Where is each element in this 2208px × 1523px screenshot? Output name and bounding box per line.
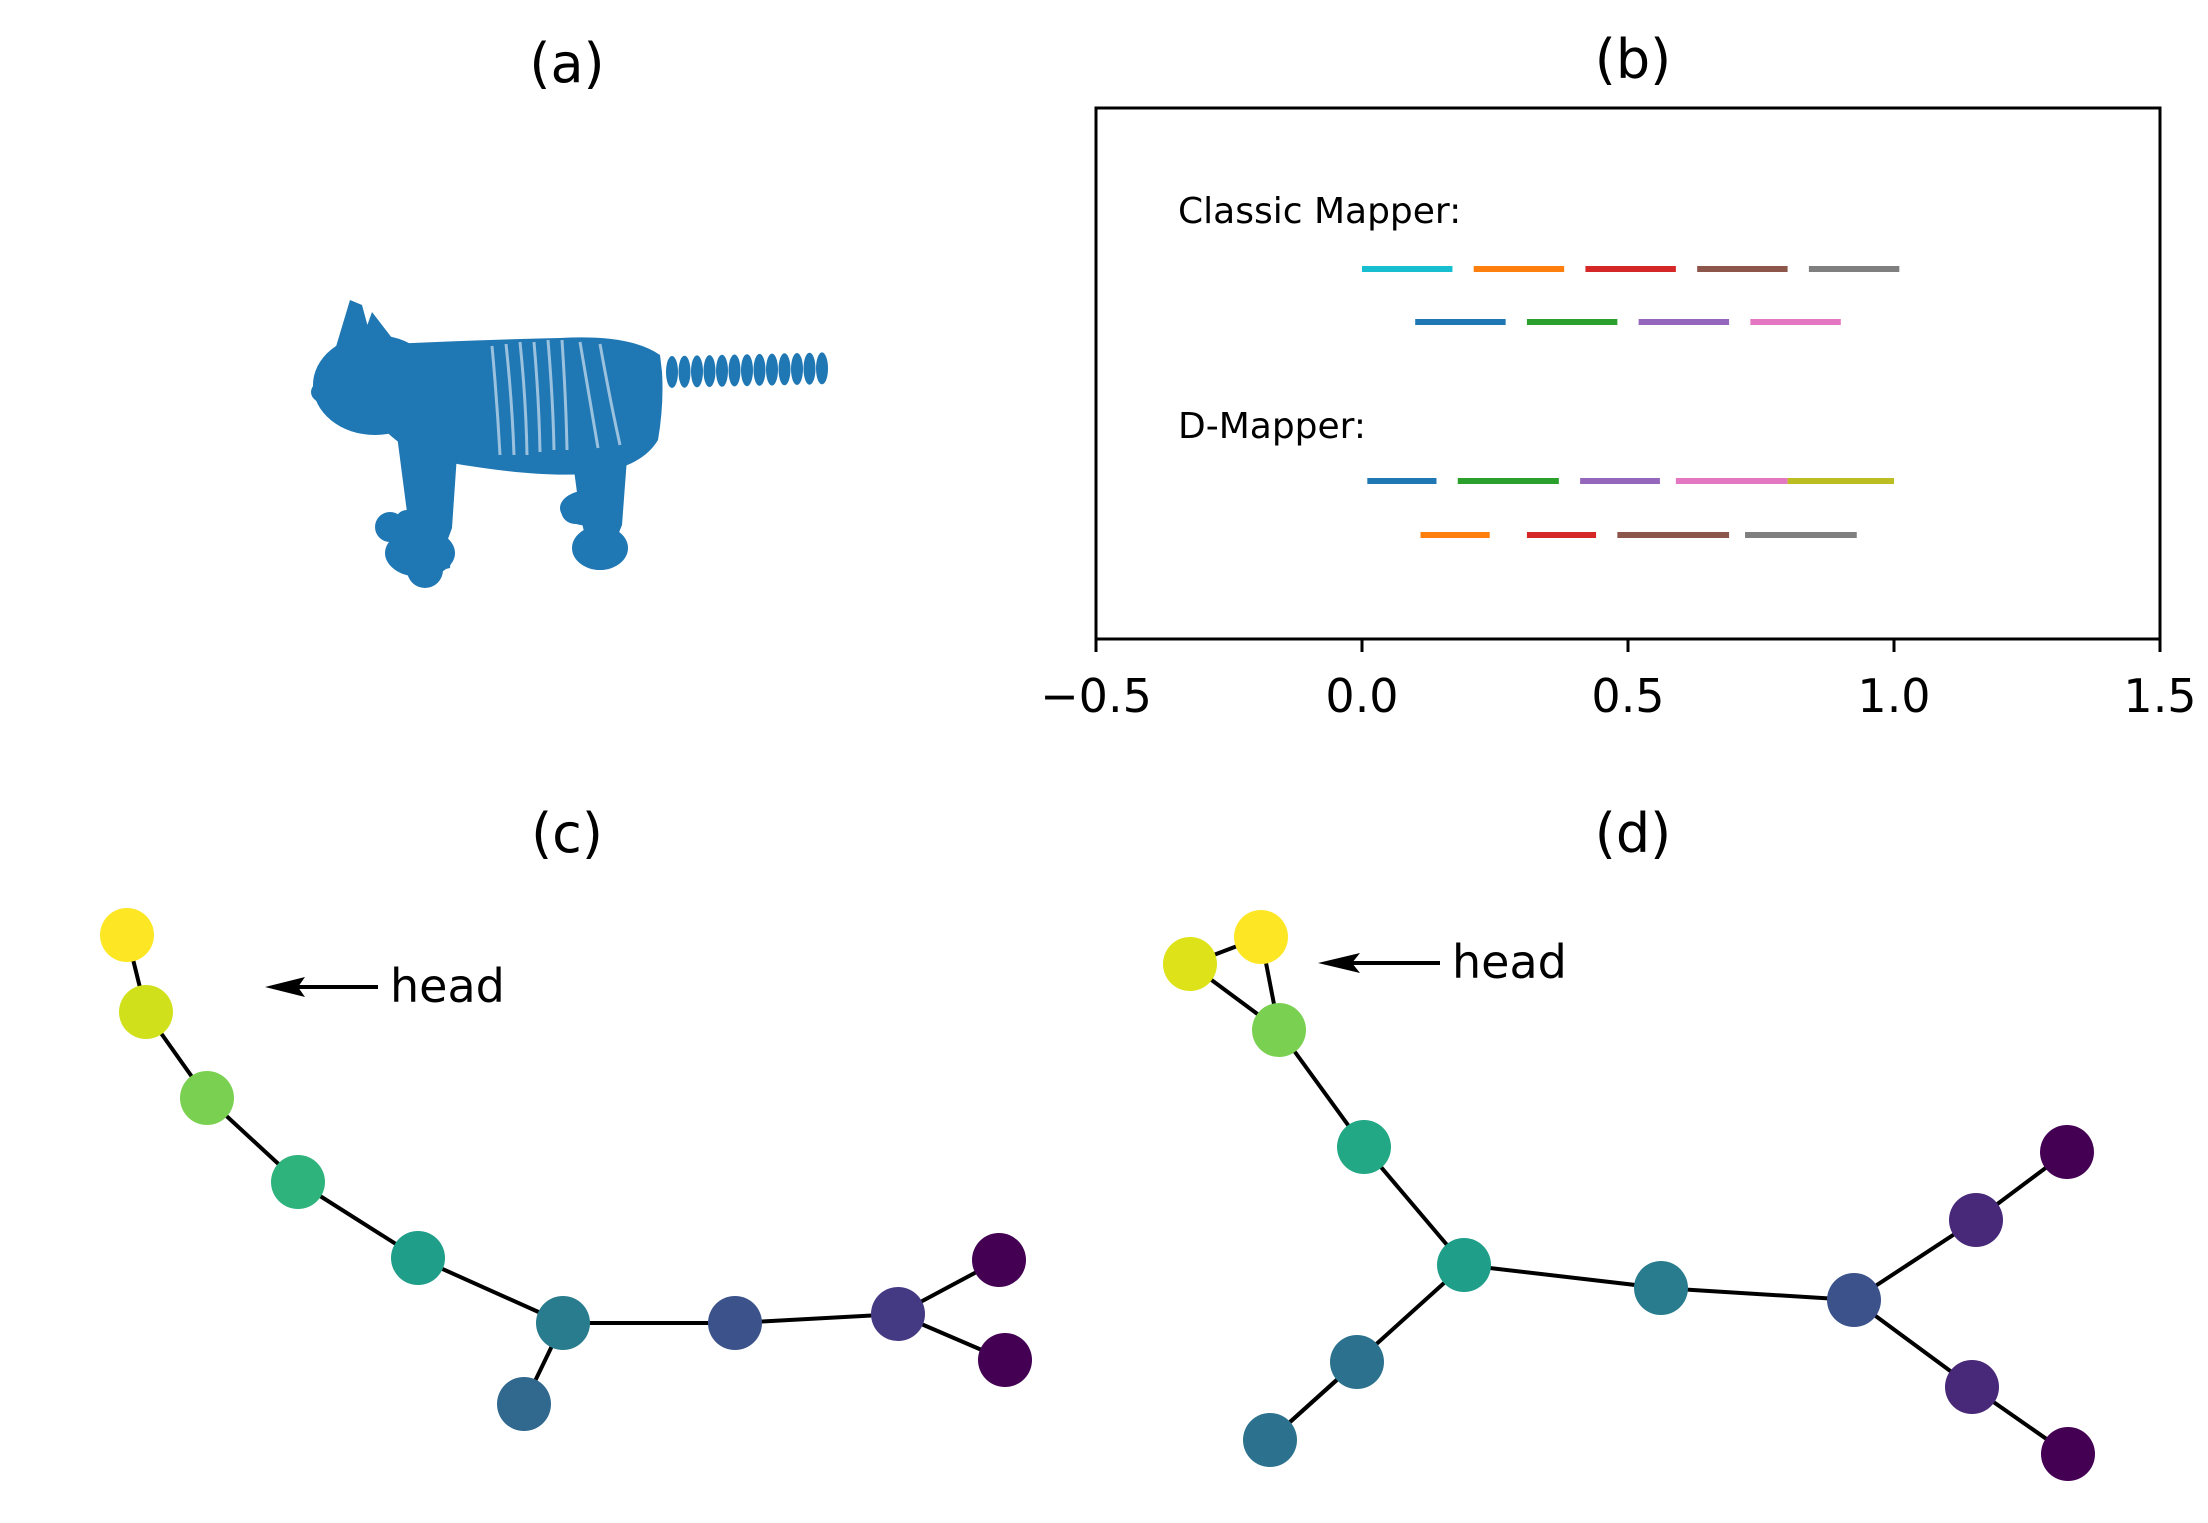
- x-tick-label: 1.0: [1857, 669, 1930, 723]
- tail-ring: [741, 354, 753, 387]
- graph-c-node: [119, 985, 173, 1039]
- tail-ring: [778, 353, 791, 386]
- head-label-c: head: [390, 959, 505, 1013]
- graph-c-edge: [734, 1312, 899, 1325]
- x-tick-label: 0.0: [1325, 669, 1398, 723]
- tail-ring: [803, 352, 816, 385]
- head-label-d: head: [1452, 935, 1567, 989]
- tail-ring: [816, 352, 828, 385]
- x-tick-label: 0.5: [1591, 669, 1664, 723]
- panel-b-title: (b): [1595, 28, 1671, 91]
- graph-c-node: [100, 908, 154, 962]
- graph-d-node: [1252, 1003, 1306, 1057]
- cat-ribs: [490, 339, 622, 456]
- tail-ring: [791, 353, 803, 385]
- plot-frame: [1094, 106, 2162, 641]
- graph-c-node: [497, 1377, 551, 1431]
- x-axis-tick-labels: −0.5 0.0 0.5 1.0 1.5: [1040, 669, 2196, 723]
- graph-c-node: [978, 1333, 1032, 1387]
- cat-tail: [666, 352, 828, 388]
- panel-c-title: (c): [531, 802, 603, 865]
- panel-d-title: (d): [1595, 802, 1671, 865]
- graph-d-node: [1337, 1120, 1391, 1174]
- panel-a-title: (a): [529, 32, 604, 95]
- graph-d-node: [2041, 1427, 2095, 1481]
- tail-ring: [753, 353, 766, 386]
- graph-d-edges: [1188, 935, 2070, 1456]
- graph-d-node: [1243, 1413, 1297, 1467]
- graph-c-node: [871, 1287, 925, 1341]
- x-tick-label: −0.5: [1040, 669, 1152, 723]
- graph-d-node: [1234, 910, 1288, 964]
- tail-ring: [766, 353, 778, 386]
- graph-c-node: [536, 1296, 590, 1350]
- graph-d-node: [1945, 1360, 1999, 1414]
- cat-point-cloud: [311, 300, 828, 588]
- graph-d-node: [2040, 1125, 2094, 1179]
- graph-c-node: [972, 1233, 1026, 1287]
- graph-d-node: [1949, 1193, 2003, 1247]
- x-axis-ticks: [1094, 639, 2162, 652]
- graph-d-nodes: [1163, 910, 2095, 1481]
- graph-c-node: [391, 1231, 445, 1285]
- graph-c-nodes: [100, 908, 1032, 1431]
- tail-ring: [691, 355, 703, 388]
- tail-ring: [716, 354, 728, 387]
- group-label-classic: Classic Mapper:: [1178, 191, 1461, 232]
- tail-ring: [678, 355, 691, 388]
- graph-c-node: [271, 1155, 325, 1209]
- head-arrow-d: [1318, 953, 1440, 973]
- graph-c-node: [180, 1071, 234, 1125]
- interval-segments: [1362, 266, 1900, 538]
- tail-ring: [666, 356, 678, 388]
- graph-d-edge: [1660, 1286, 1855, 1302]
- graph-c: head: [100, 908, 1032, 1431]
- x-tick-label: 1.5: [2123, 669, 2196, 723]
- graph-d-node: [1437, 1238, 1491, 1292]
- graph-d-node: [1634, 1261, 1688, 1315]
- interval-chart: Classic Mapper: D-Mapper: −0.5 0.0 0.5 1…: [1040, 106, 2197, 723]
- group-label-dmapper: D-Mapper:: [1178, 406, 1366, 447]
- graph-d: head: [1163, 910, 2095, 1481]
- cat-body: [311, 300, 663, 588]
- tail-ring: [703, 355, 716, 388]
- head-arrow-c: [265, 977, 378, 997]
- graph-d-edge: [1463, 1263, 1662, 1290]
- graph-d-node: [1163, 937, 1217, 991]
- graph-c-node: [708, 1296, 762, 1350]
- graph-d-node: [1827, 1273, 1881, 1327]
- tail-ring: [728, 354, 741, 387]
- graph-d-node: [1330, 1335, 1384, 1389]
